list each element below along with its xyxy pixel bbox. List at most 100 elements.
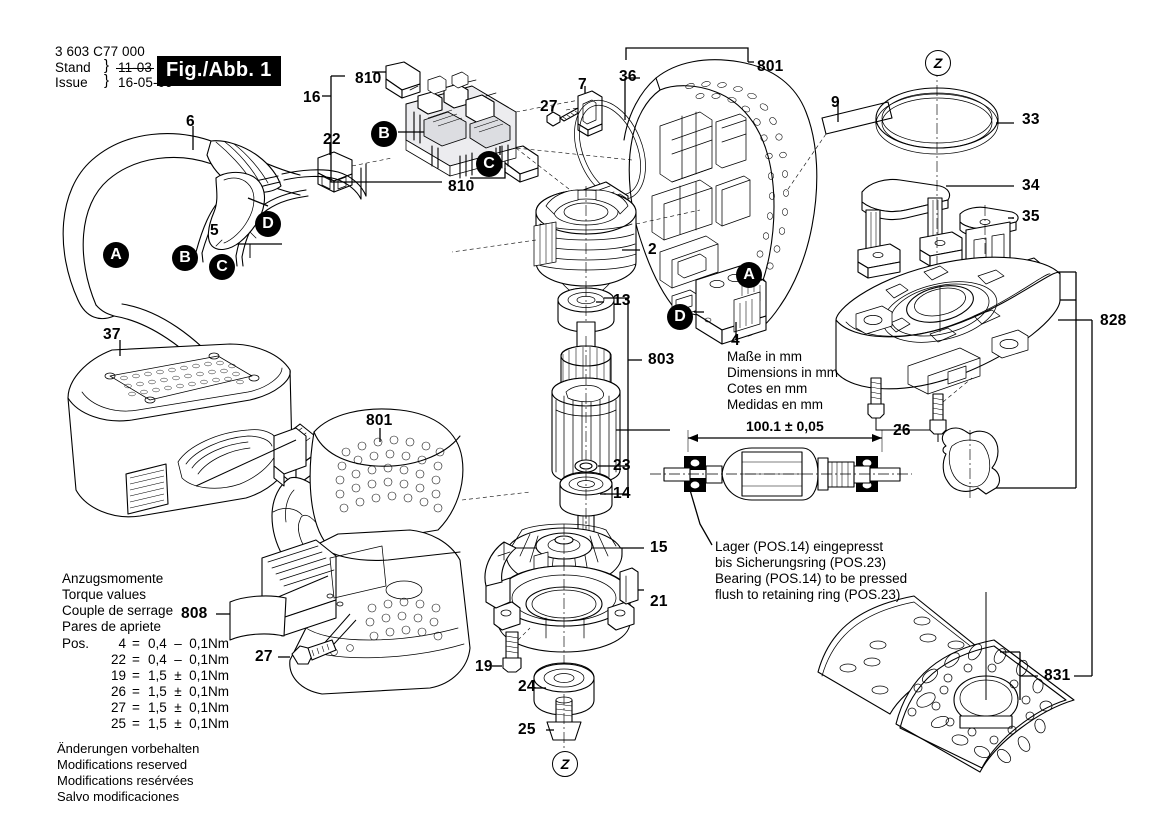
torque-val-5: 1,5 ± 0,1Nm — [148, 716, 229, 731]
callout-37: 37 — [103, 326, 121, 343]
callout-6: 6 — [186, 113, 195, 130]
disclaimer-en: Modifications reserved — [57, 757, 188, 772]
disclaimer-fr: Modifications resérvées — [57, 773, 194, 788]
z-mark-top: Z — [925, 50, 951, 76]
torque-val-0: 0,4 – 0,1Nm — [148, 636, 230, 651]
callout-828: 828 — [1100, 312, 1127, 329]
callout-831: 831 — [1044, 667, 1071, 684]
callout-803: 803 — [648, 351, 675, 368]
part-bearing-14 — [559, 470, 613, 528]
callout-33: 33 — [1022, 111, 1040, 128]
part-switch-4 — [694, 265, 767, 345]
callout-2: 2 — [648, 241, 657, 258]
part-housing-801-top — [515, 47, 818, 337]
callout-21: 21 — [650, 593, 668, 610]
callout-19: 19 — [475, 658, 493, 675]
torque-title-de: Anzugsmomente — [62, 571, 164, 586]
torque-eq-5: = — [132, 716, 140, 731]
part-pcb-module — [322, 61, 601, 211]
callout-808: 808 — [181, 605, 208, 622]
torque-pos-1: 22 — [110, 652, 126, 667]
torque-eq-2: = — [132, 668, 140, 683]
callout-25: 25 — [518, 721, 536, 738]
callout-27-top: 27 — [540, 98, 558, 115]
part-bolt-25 — [546, 694, 582, 748]
callout-7: 7 — [578, 76, 587, 93]
part-bearing-24 — [533, 662, 595, 716]
stand-value: 11-03 — [115, 60, 155, 75]
callout-4: 4 — [731, 332, 740, 349]
issue-label: Issue — [55, 75, 88, 90]
bullet-d-clamp: D — [255, 211, 281, 237]
bearing-note-4: flush to retaining ring (POS.23) — [715, 587, 901, 602]
callout-810-bottom: 810 — [448, 178, 475, 195]
bullet-c-board: C — [476, 151, 502, 177]
torque-pos-0: 4 — [118, 636, 126, 651]
torque-title-en: Torque values — [62, 587, 147, 602]
header-brace-2: } — [104, 72, 110, 89]
part-wire-harness — [195, 163, 367, 267]
part-sanding-sheet — [817, 595, 987, 715]
torque-val-3: 1,5 ± 0,1Nm — [148, 684, 229, 699]
stand-label: Stand — [55, 60, 91, 75]
part-base-plate-828 — [835, 256, 1076, 395]
callout-34: 34 — [1022, 177, 1040, 194]
callout-15: 15 — [650, 539, 668, 556]
callout-9: 9 — [831, 94, 840, 111]
part-lever-34 — [857, 178, 1014, 300]
part-label-9 — [785, 101, 893, 193]
callout-35: 35 — [1022, 208, 1040, 225]
torque-pos-label: Pos. — [62, 636, 90, 651]
part-dust-box-37 — [67, 340, 307, 518]
torque-val-2: 1,5 ± 0,1Nm — [148, 668, 229, 683]
callout-26: 26 — [893, 422, 911, 439]
torque-val-4: 1,5 ± 0,1Nm — [148, 700, 229, 715]
part-screw-19 — [492, 627, 531, 673]
callout-22: 22 — [323, 131, 341, 148]
disclaimer-es: Salvo modificaciones — [57, 789, 180, 804]
callout-27-bottom: 27 — [255, 648, 273, 665]
units-note-de: Maße in mm — [727, 349, 803, 364]
bullet-a-switch: A — [736, 262, 762, 288]
callout-5: 5 — [210, 222, 219, 239]
figure-label: Fig./Abb. 1 — [157, 56, 281, 86]
dimension-value: 100.1 ± 0,05 — [746, 418, 824, 434]
disclaimer-de: Änderungen vorbehalten — [57, 741, 200, 756]
torque-pos-3: 26 — [110, 684, 126, 699]
z-mark-bottom: Z — [552, 751, 578, 777]
part-backing-pad — [895, 592, 1075, 773]
part-oring-36 — [574, 77, 646, 201]
part-armature-803 — [551, 321, 670, 560]
units-note-fr: Cotes en mm — [727, 381, 808, 396]
bearing-note-2: bis Sicherungsring (POS.23) — [715, 555, 887, 570]
torque-pos-4: 27 — [110, 700, 126, 715]
bullet-b-cord: B — [172, 245, 198, 271]
bullet-a-cord: A — [103, 242, 129, 268]
bullet-c-cord: C — [209, 254, 235, 280]
part-connector-22 — [317, 142, 393, 193]
torque-val-1: 0,4 – 0,1Nm — [148, 652, 230, 667]
bullet-b-board: B — [371, 121, 397, 147]
callout-801-bottom: 801 — [366, 412, 393, 429]
part-bearing-housing-21 — [484, 541, 644, 700]
units-note-es: Medidas en mm — [727, 397, 824, 412]
part-bearing-13 — [557, 286, 615, 346]
units-note-en: Dimensions in mm — [727, 365, 839, 380]
torque-eq-4: = — [132, 700, 140, 715]
callout-14: 14 — [613, 485, 631, 502]
bearing-note-1: Lager (POS.14) eingepresst — [715, 539, 884, 554]
callout-16: 16 — [303, 89, 321, 106]
part-sander-body-801 — [251, 408, 531, 695]
torque-title-fr: Couple de serrage — [62, 603, 174, 618]
callout-36: 36 — [619, 68, 637, 85]
torque-pos-2: 19 — [110, 668, 126, 683]
part-screw-27-bottom — [278, 619, 357, 665]
torque-pos-5: 25 — [110, 716, 126, 731]
torque-eq-3: = — [132, 684, 140, 699]
part-seal-gasket — [941, 427, 1076, 500]
part-block-7 — [565, 86, 603, 137]
callout-801-top: 801 — [757, 58, 784, 75]
torque-title-es: Pares de apriete — [62, 619, 162, 634]
